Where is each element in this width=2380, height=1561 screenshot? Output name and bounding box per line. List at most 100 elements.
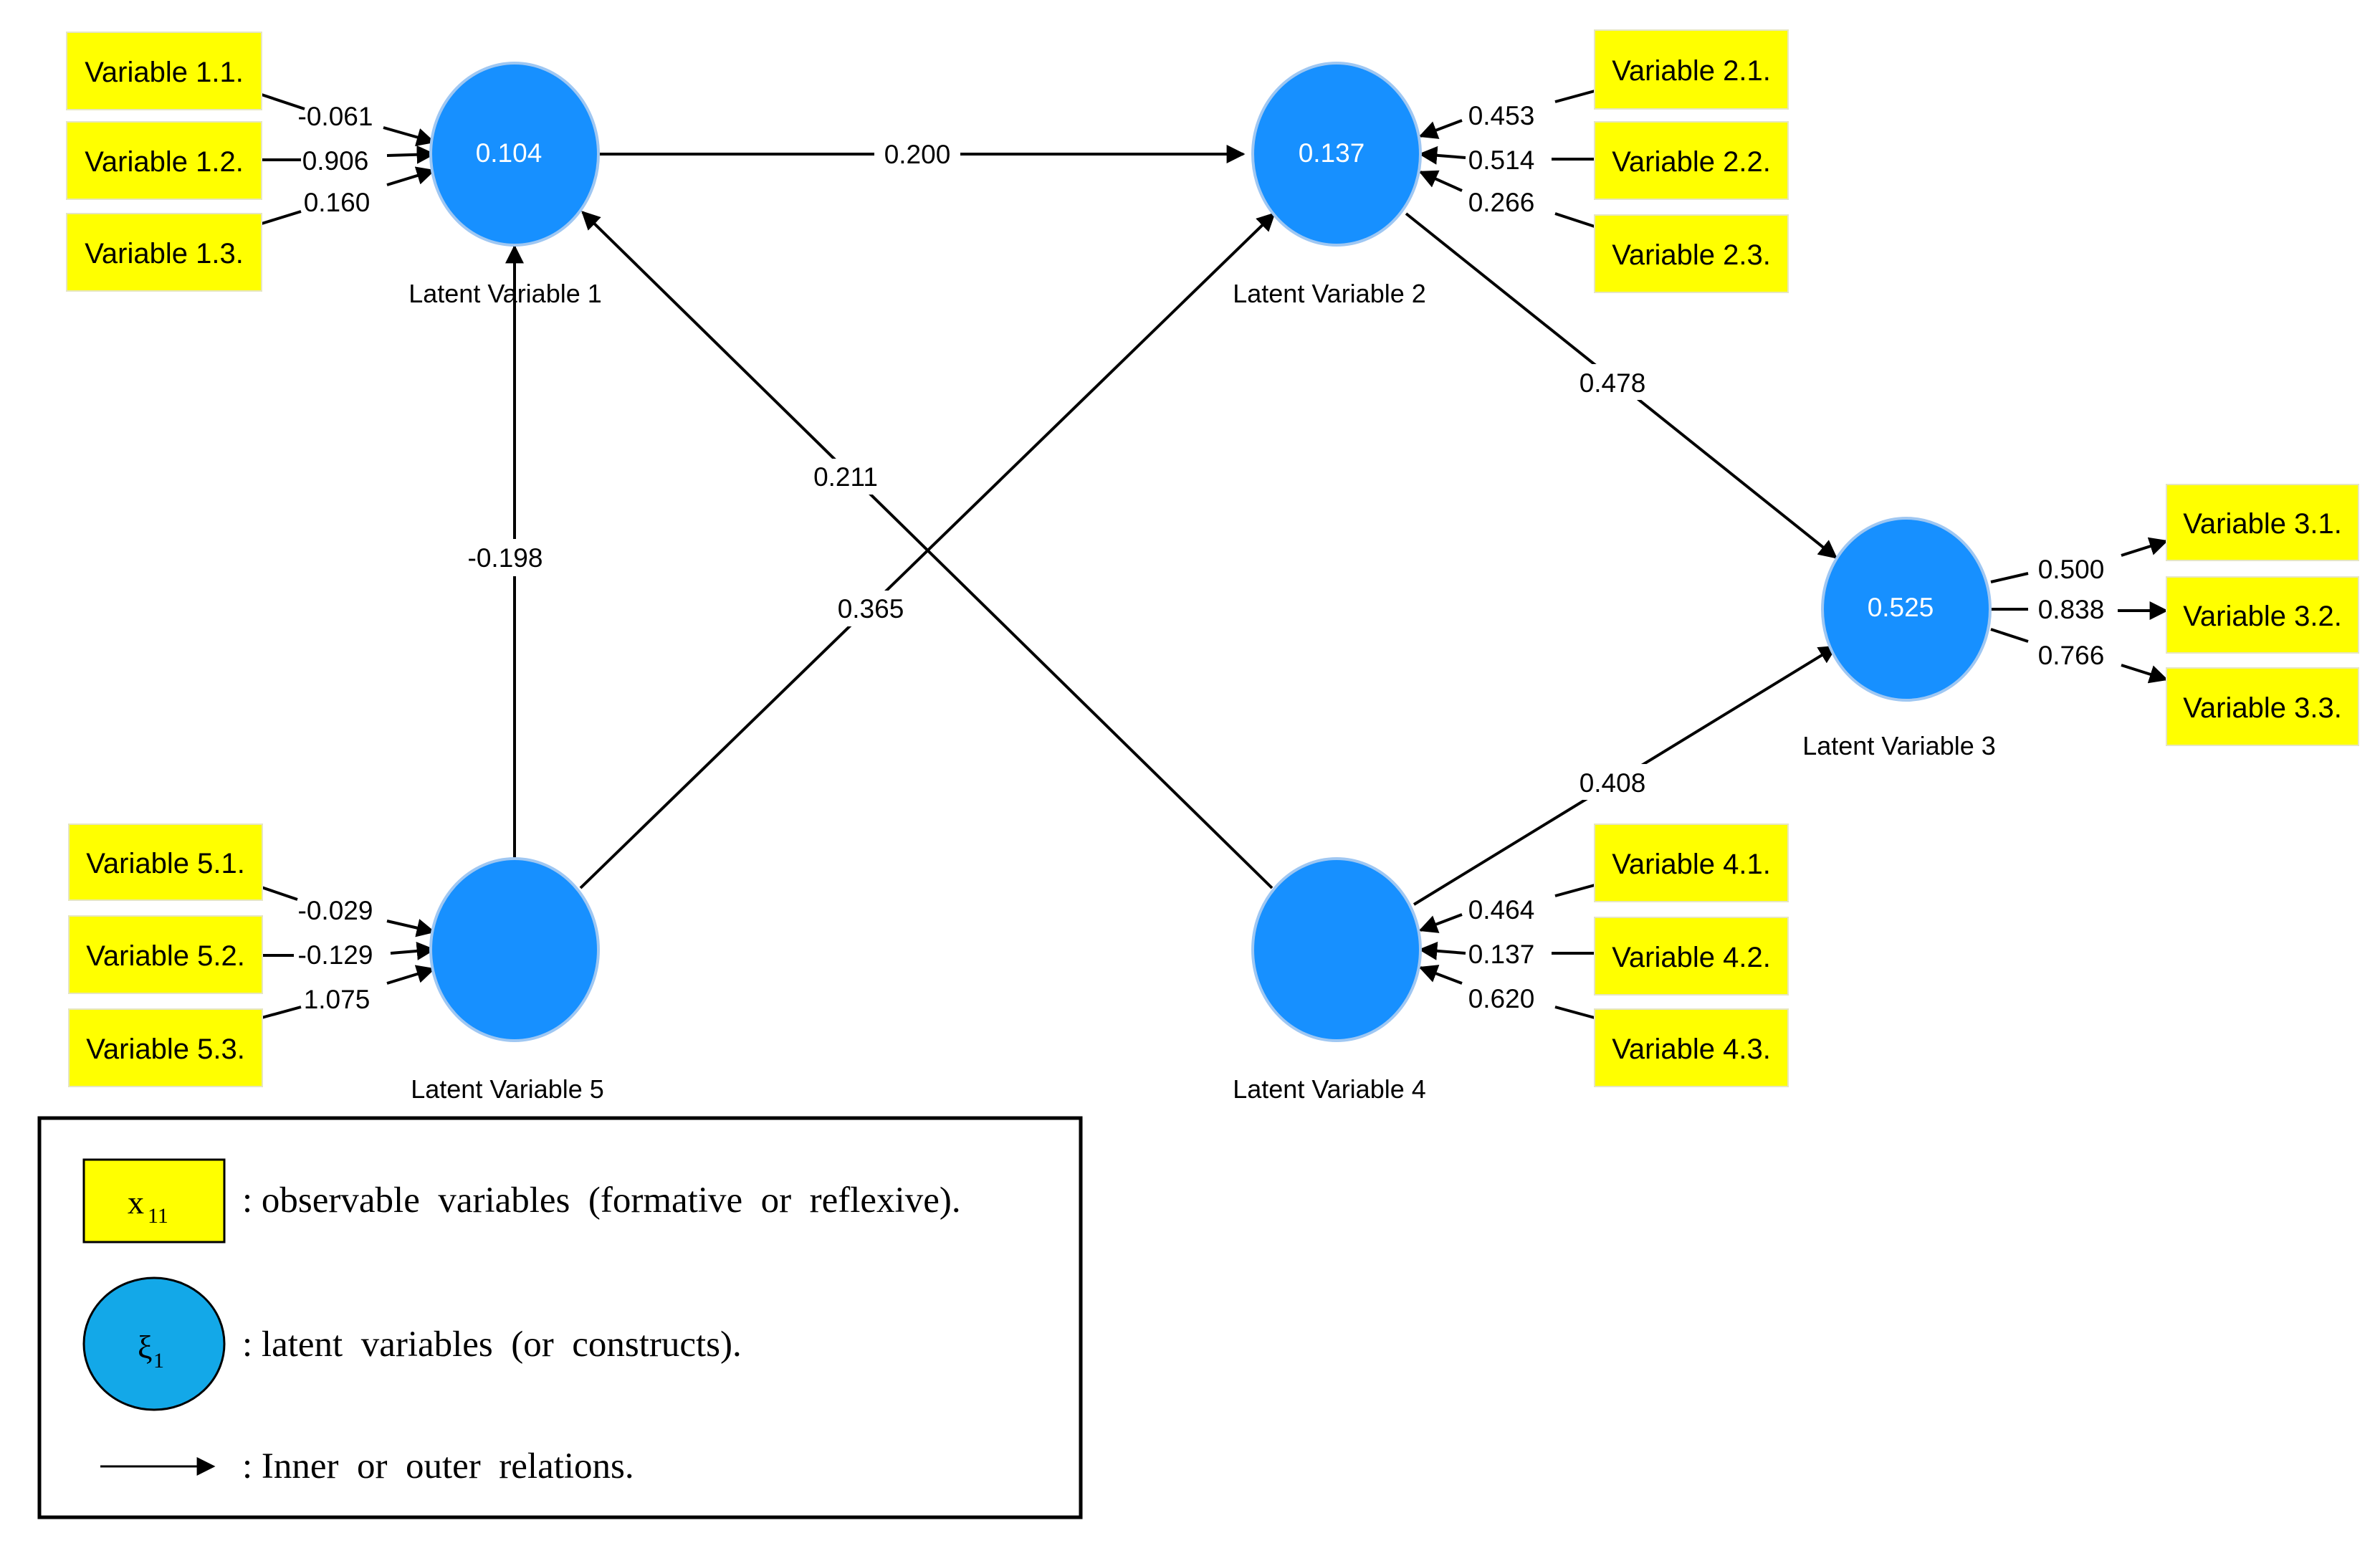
r-squared-value: 0.525 [1868, 593, 1934, 622]
loading-label: 0.464 [1468, 895, 1535, 925]
loading-label: 0.766 [2038, 641, 2105, 670]
legend-observable-subscript: 11 [148, 1204, 168, 1228]
path-coefficient: 0.408 [1580, 768, 1646, 798]
legend-latent-symbol: ξ [138, 1329, 153, 1365]
indicator-v43: Variable 4.3. [1594, 1008, 1789, 1087]
path-coefficient: 0.478 [1580, 368, 1646, 398]
legend-latent-swatch [82, 1276, 226, 1411]
outer-path-v53: 1.075 [261, 965, 436, 1019]
legend-latent-text: : latent variables (or constructs). [242, 1324, 742, 1365]
latent-variable-label: Latent Variable 5 [411, 1074, 604, 1104]
legend-latent: ξ 1 : latent variables (or constructs). [82, 1276, 742, 1411]
latent-variable-3: 0.525 Latent Variable 3 [1802, 517, 1996, 760]
indicator-label: Variable 5.2. [86, 940, 245, 972]
indicator-v23: Variable 2.3. [1594, 214, 1789, 293]
inner-path-lv1-lv2: 0.200 [600, 136, 1246, 172]
indicator-v31: Variable 3.1. [2166, 484, 2359, 561]
path-line [579, 212, 1276, 889]
outer-path-v33: 0.766 [1990, 628, 2169, 684]
outer-path-v23: 0.266 [1418, 170, 1595, 228]
loading-label: 0.266 [1468, 188, 1535, 217]
legend-observable-text: : observable variables (formative or ref… [242, 1180, 961, 1221]
indicator-label: Variable 4.2. [1612, 942, 1771, 973]
latent-variable-label: Latent Variable 3 [1802, 731, 1996, 760]
indicator-label: Variable 3.1. [2183, 508, 2342, 540]
inner-path-lv4-lv3: 0.408 [1413, 645, 1838, 906]
legend-latent-subscript: 1 [153, 1349, 164, 1373]
legend-observable: x 11 : observable variables (formative o… [82, 1158, 961, 1243]
outer-path-v21: 0.453 [1418, 90, 1595, 139]
indicator-label: Variable 1.2. [85, 146, 244, 178]
loading-label: 0.514 [1468, 145, 1535, 175]
indicator-label: Variable 4.3. [1612, 1033, 1771, 1065]
loading-label: 0.500 [2038, 555, 2105, 584]
indicator-label: Variable 3.3. [2183, 692, 2342, 724]
indicator-v22: Variable 2.2. [1594, 121, 1789, 200]
indicator-v11: Variable 1.1. [66, 32, 262, 110]
latent-variable-label: Latent Variable 2 [1233, 279, 1426, 308]
r-squared-value: 0.137 [1299, 138, 1365, 168]
inner-path-lv5-lv1: -0.198 [459, 244, 570, 857]
indicator-label: Variable 5.1. [86, 848, 245, 879]
loading-label: 0.906 [302, 146, 369, 176]
indicator-label: Variable 1.3. [85, 238, 244, 269]
latent-variable-label: Latent Variable 1 [408, 279, 602, 308]
loading-label: -0.129 [298, 940, 373, 970]
outer-path-v52: -0.129 [262, 940, 436, 970]
legend-relation-text: : Inner or outer relations. [242, 1446, 634, 1486]
indicator-v13: Variable 1.3. [66, 213, 262, 292]
legend-observable-swatch [82, 1158, 226, 1243]
latent-variable-label: Latent Variable 4 [1233, 1074, 1426, 1104]
outer-path-v31: 0.500 [1990, 537, 2169, 584]
indicator-label: Variable 2.2. [1612, 146, 1771, 178]
inner-path-lv4-lv1: 0.211 [581, 211, 1273, 889]
indicator-v52: Variable 5.2. [68, 915, 263, 994]
loading-label: -0.029 [298, 896, 373, 925]
loading-label: 0.137 [1468, 940, 1535, 969]
indicator-v12: Variable 1.2. [66, 121, 262, 200]
indicator-v42: Variable 4.2. [1594, 917, 1789, 996]
indicator-v33: Variable 3.3. [2166, 667, 2359, 746]
latent-variable-1: 0.104 Latent Variable 1 [408, 62, 602, 308]
loading-label: 0.620 [1468, 984, 1535, 1013]
legend: x 11 : observable variables (formative o… [37, 1116, 1083, 1519]
indicator-label: Variable 4.1. [1612, 849, 1771, 880]
indicator-v53: Variable 5.3. [68, 1008, 263, 1087]
outer-path-v51: -0.029 [261, 886, 436, 937]
indicator-v32: Variable 3.2. [2166, 576, 2359, 654]
path-coefficient: 0.200 [884, 140, 951, 169]
outer-path-v43: 0.620 [1418, 965, 1595, 1019]
indicator-v41: Variable 4.1. [1594, 824, 1789, 902]
outer-path-v12: 0.906 [262, 145, 436, 176]
path-coefficient: 0.211 [813, 462, 878, 492]
path-coefficient: 0.365 [838, 594, 904, 624]
latent-variable-2: 0.137 Latent Variable 2 [1233, 62, 1426, 308]
loading-label: 0.453 [1468, 101, 1535, 130]
indicator-label: Variable 2.3. [1612, 239, 1771, 271]
inner-path-lv5-lv2: 0.365 [579, 212, 1276, 889]
outer-path-v22: 0.514 [1418, 145, 1595, 175]
inner-path-lv2-lv3: 0.478 [1405, 212, 1838, 559]
indicator-label: Variable 2.1. [1612, 55, 1771, 87]
loading-label: 1.075 [304, 985, 371, 1014]
indicator-v21: Variable 2.1. [1594, 29, 1789, 110]
loading-label: 0.160 [304, 188, 371, 217]
indicator-v51: Variable 5.1. [68, 824, 263, 901]
legend-observable-symbol: x [128, 1184, 144, 1221]
outer-path-v32: 0.838 [1991, 595, 2169, 624]
legend-relation: : Inner or outer relations. [100, 1446, 634, 1486]
indicator-label: Variable 1.1. [85, 57, 244, 88]
r-squared-value: 0.104 [476, 138, 543, 168]
latent-variable-5: Latent Variable 5 [411, 857, 604, 1104]
indicator-label: Variable 5.3. [86, 1033, 245, 1065]
outer-path-v13: 0.160 [261, 166, 436, 225]
outer-path-v42: 0.137 [1418, 940, 1595, 969]
loading-label: -0.061 [298, 102, 373, 131]
path-coefficient: -0.198 [468, 543, 543, 573]
outer-path-v11: -0.061 [261, 93, 436, 147]
latent-variable-4: Latent Variable 4 [1233, 857, 1426, 1104]
outer-path-v41: 0.464 [1418, 884, 1595, 933]
indicator-label: Variable 3.2. [2183, 601, 2342, 632]
